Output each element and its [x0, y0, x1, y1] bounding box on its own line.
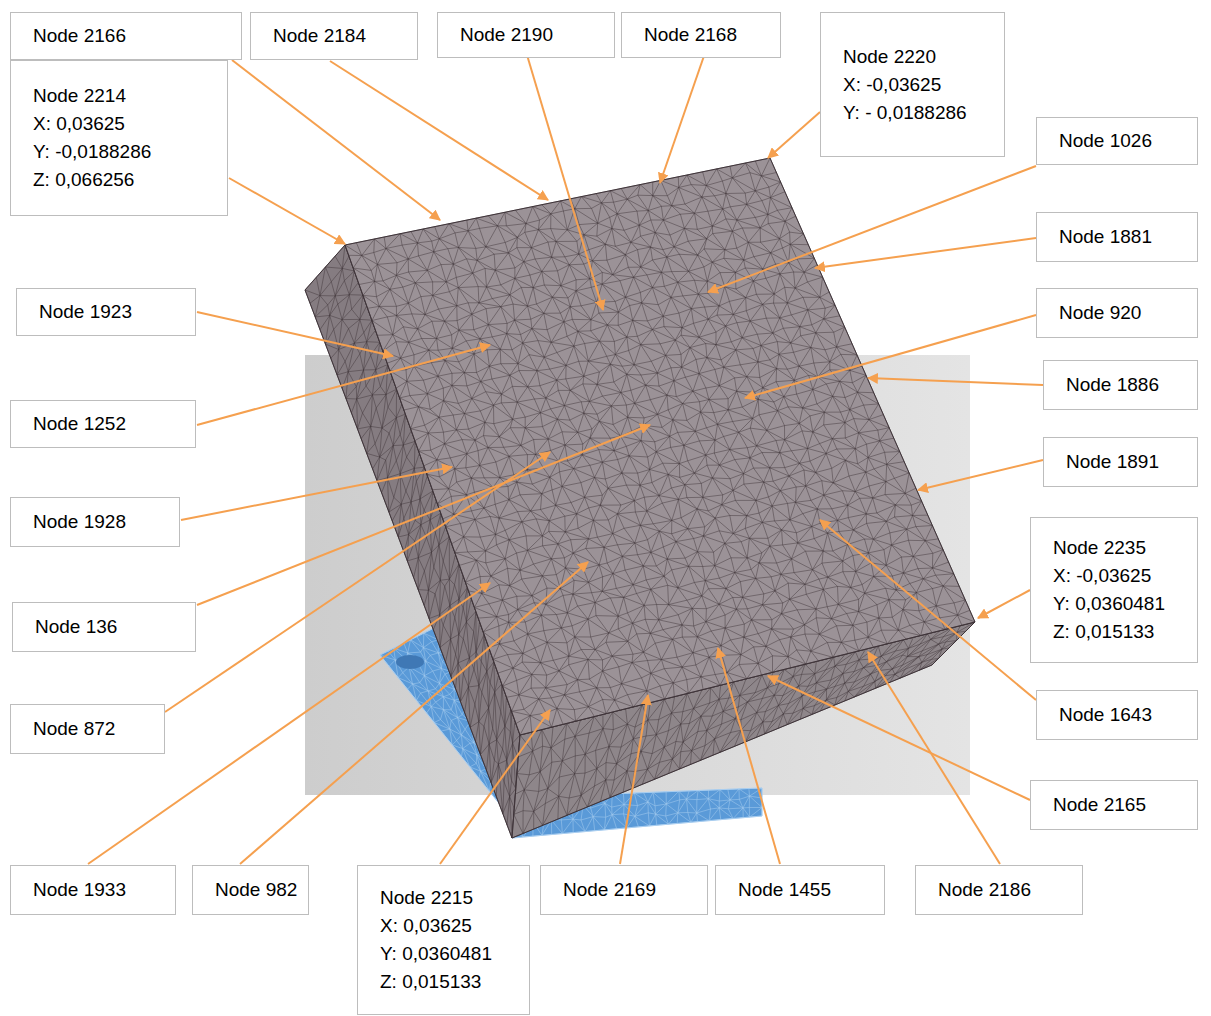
node-label: Node 2165: [1053, 791, 1189, 819]
leader-arrow: [745, 315, 1036, 398]
callout-box: Node 1923: [16, 288, 196, 336]
callout-box: Node 1643: [1036, 690, 1198, 740]
node-label: Node 1891: [1066, 448, 1189, 476]
node-label: Node 1881: [1059, 223, 1189, 251]
leader-arrow: [197, 425, 650, 605]
node-label: Node 1026: [1059, 127, 1189, 155]
leader-arrow: [708, 166, 1036, 292]
node-label: Node 1643: [1059, 701, 1189, 729]
leader-arrow: [868, 378, 1043, 385]
callout-box: Node 2165: [1030, 780, 1198, 830]
leader-arrow: [181, 467, 452, 520]
node-label: Node 982: [215, 876, 300, 904]
callout-box: Node 2184: [250, 12, 418, 60]
callout-box: Node 1933: [10, 865, 176, 915]
leader-arrow: [240, 562, 588, 864]
node-label: Node 1886: [1066, 371, 1189, 399]
callout-box: Node 1928: [10, 497, 180, 547]
leader-arrow: [918, 460, 1043, 490]
callout-box: Node 2169: [540, 865, 708, 915]
callout-box: Node 2214X: 0,03625Y: -0,0188286Z: 0,066…: [10, 60, 228, 216]
node-label: Node 2215: [380, 884, 521, 912]
callout-box: Node 2220X: -0,03625Y: - 0,0188286: [820, 12, 1005, 157]
callout-box: Node 1886: [1043, 360, 1198, 410]
callout-box: Node 982: [192, 865, 309, 915]
callout-box: Node 1252: [10, 400, 196, 448]
node-label: Y: 0,0360481: [380, 940, 521, 968]
leader-arrow: [820, 520, 1036, 700]
callout-box: Node 920: [1036, 288, 1198, 338]
node-label: Node 1252: [33, 410, 187, 438]
node-label: X: -0,03625: [843, 71, 996, 99]
node-label: Node 2166: [33, 22, 233, 50]
node-label: Z: 0,066256: [33, 166, 219, 194]
node-label: Node 2214: [33, 82, 219, 110]
leader-arrow: [165, 452, 550, 712]
node-label: Y: -0,0188286: [33, 138, 219, 166]
leader-arrow: [660, 53, 705, 183]
node-label: Y: 0,0360481: [1053, 590, 1189, 618]
callout-box: Node 2166: [10, 12, 242, 60]
node-label: Node 2220: [843, 43, 996, 71]
node-label: X: 0,03625: [33, 110, 219, 138]
leader-arrow: [718, 648, 780, 864]
node-label: Node 1933: [33, 876, 167, 904]
node-label: Node 872: [33, 715, 156, 743]
bolt-hole: [396, 655, 424, 669]
node-label: X: 0,03625: [380, 912, 521, 940]
callout-box: Node 872: [10, 704, 165, 754]
callout-box: Node 2235X: -0,03625Y: 0,0360481Z: 0,015…: [1030, 517, 1198, 663]
node-label: Node 1455: [738, 876, 876, 904]
node-label: Node 1928: [33, 508, 171, 536]
node-label: Node 2190: [460, 21, 606, 49]
node-label: Z: 0,015133: [1053, 618, 1189, 646]
leader-arrow: [527, 55, 603, 310]
leader-arrow: [815, 238, 1036, 268]
node-label: Node 136: [35, 613, 187, 641]
node-label: Node 2186: [938, 876, 1074, 904]
callout-box: Node 1026: [1036, 117, 1198, 165]
callout-box: Node 2190: [437, 12, 615, 58]
callout-box: Node 2186: [915, 865, 1083, 915]
leader-arrow: [978, 590, 1030, 618]
leader-arrow: [229, 178, 345, 244]
node-label: Node 2235: [1053, 534, 1189, 562]
node-label: Node 2169: [563, 876, 699, 904]
leader-arrow: [330, 61, 548, 200]
callout-box: Node 1455: [715, 865, 885, 915]
callout-box: Node 1891: [1043, 437, 1198, 487]
node-label: Node 1923: [39, 298, 187, 326]
node-label: Z: 0,015133: [380, 968, 521, 996]
node-label: Node 2168: [644, 21, 772, 49]
top-face: [345, 158, 975, 735]
callout-box: Node 1881: [1036, 212, 1198, 262]
leader-lines: [88, 53, 1043, 864]
node-label: X: -0,03625: [1053, 562, 1189, 590]
callout-box: Node 136: [12, 602, 196, 652]
node-label: Node 2184: [273, 22, 409, 50]
leader-arrow: [620, 695, 648, 864]
callout-box: Node 2168: [621, 12, 781, 58]
leader-arrow: [197, 345, 490, 425]
leader-arrow: [868, 652, 1000, 864]
callout-box: Node 2215X: 0,03625Y: 0,0360481Z: 0,0151…: [357, 865, 530, 1015]
top-mesh: [345, 158, 975, 735]
leader-arrow: [768, 112, 820, 158]
leader-arrow: [232, 60, 440, 220]
node-label: Node 920: [1059, 299, 1189, 327]
leader-arrow: [768, 676, 1030, 800]
leader-arrow: [440, 710, 550, 864]
node-label: Y: - 0,0188286: [843, 99, 996, 127]
leader-arrow: [197, 312, 393, 356]
